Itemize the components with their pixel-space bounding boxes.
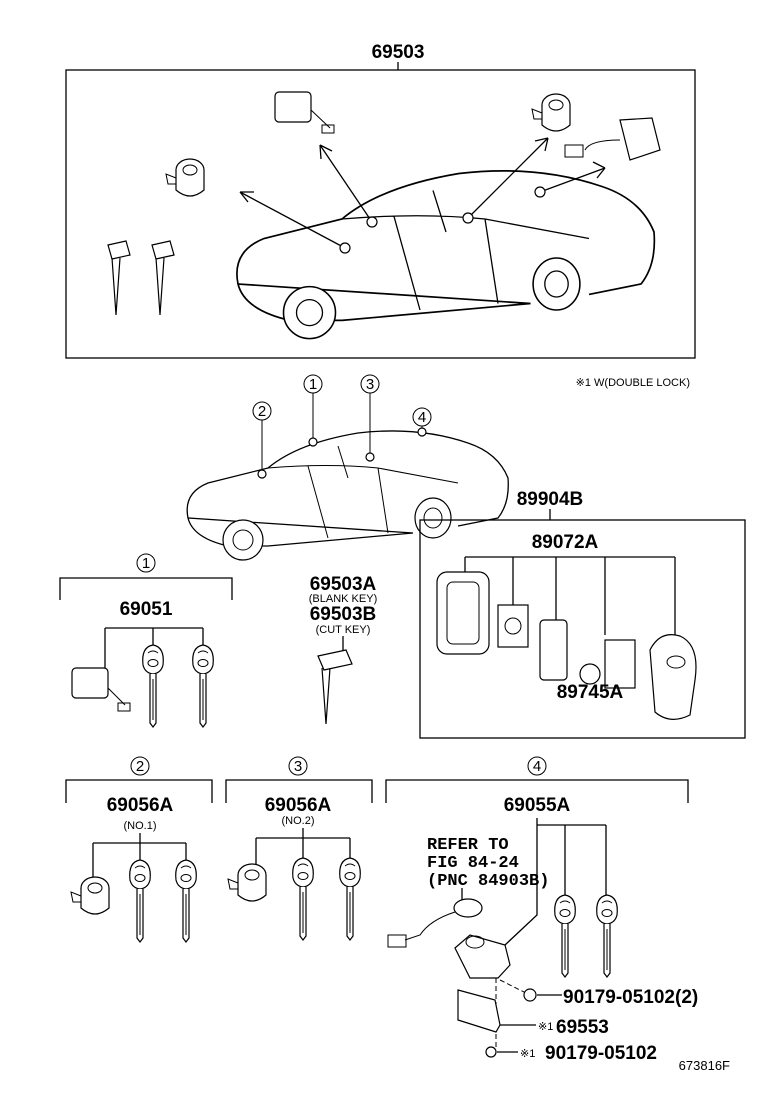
marker-1: 1 [309, 376, 317, 393]
marker-2: 2 [258, 403, 266, 420]
screw-part-1: 90179-05102(2) [563, 987, 698, 1008]
group-1-part: 69051 [120, 599, 173, 620]
screw-icon [485, 1046, 497, 1058]
cut-key-label: (CUT KEY) [316, 624, 371, 636]
marker-4: 4 [418, 409, 426, 426]
group-1-marker: 1 [142, 555, 150, 572]
group-2-part: 69056A [107, 795, 174, 816]
refer-line-2: FIG 84-24 [427, 854, 519, 873]
leader-lines [464, 556, 676, 635]
ignition-switch-icon [71, 667, 131, 712]
cover-mark: ※1 [538, 1021, 553, 1033]
cover-part: 69553 [556, 1017, 609, 1038]
door-cylinder-icon [70, 876, 110, 915]
title-part-number: 69503 [372, 42, 425, 63]
group-3-sub: (NO.2) [282, 815, 315, 827]
transmitter-assembly-part: 89904B [517, 489, 584, 510]
blank-key-part: 69503A [310, 574, 377, 595]
key-icon [175, 859, 197, 943]
key-icon [554, 894, 576, 978]
cut-key-part: 69503B [310, 604, 377, 625]
top-frame [65, 69, 696, 359]
illustration-id: 673816F [679, 1058, 730, 1073]
key-icon [596, 894, 618, 978]
group-3-part: 69056A [265, 795, 332, 816]
location-markers: 1 2 3 4 [252, 374, 432, 479]
battery-part: 89745A [557, 682, 624, 703]
key-icon [292, 857, 314, 941]
group-2-sub: (NO.1) [124, 820, 157, 832]
transmitter-housing-part: 89072A [532, 532, 599, 553]
key-icon [142, 644, 164, 728]
trunk-lock-cylinder-icon [454, 934, 511, 979]
car-illustration-locations [186, 430, 509, 561]
ignition-switch-icon [274, 91, 335, 134]
trunk-switch-icon [564, 117, 661, 161]
cover-icon [457, 989, 501, 1033]
screw-icon [523, 988, 537, 1002]
key-icon [107, 240, 175, 316]
car-illustration-top [236, 170, 656, 340]
location-arrows [239, 137, 606, 254]
mechanical-key-icon [317, 649, 353, 725]
screw-part-2: 90179-05102 [545, 1043, 657, 1064]
trunk-cylinder-icon [531, 93, 571, 132]
key-icon [192, 644, 214, 728]
group-4-part: 69055A [504, 795, 571, 816]
trunk-cylinder-icon [227, 863, 267, 902]
blank-key-label: (BLANK KEY) [309, 593, 377, 605]
refer-line-3: (PNC 84903B) [427, 872, 549, 891]
group-3-marker: 3 [294, 758, 302, 775]
group-2-marker: 2 [136, 758, 144, 775]
group-4-marker: 4 [533, 758, 541, 775]
screw-2-mark: ※1 [520, 1048, 535, 1060]
transmitter-parts-icon [436, 571, 697, 720]
marker-3: 3 [366, 376, 374, 393]
double-lock-note: ※1 W(DOUBLE LOCK) [576, 377, 690, 389]
courtesy-switch-icon [387, 898, 483, 948]
refer-line-1: REFER TO [427, 836, 509, 855]
transmitter-frame [419, 519, 746, 739]
key-icon [339, 857, 361, 941]
key-icon [129, 859, 151, 943]
door-cylinder-icon [165, 158, 205, 197]
